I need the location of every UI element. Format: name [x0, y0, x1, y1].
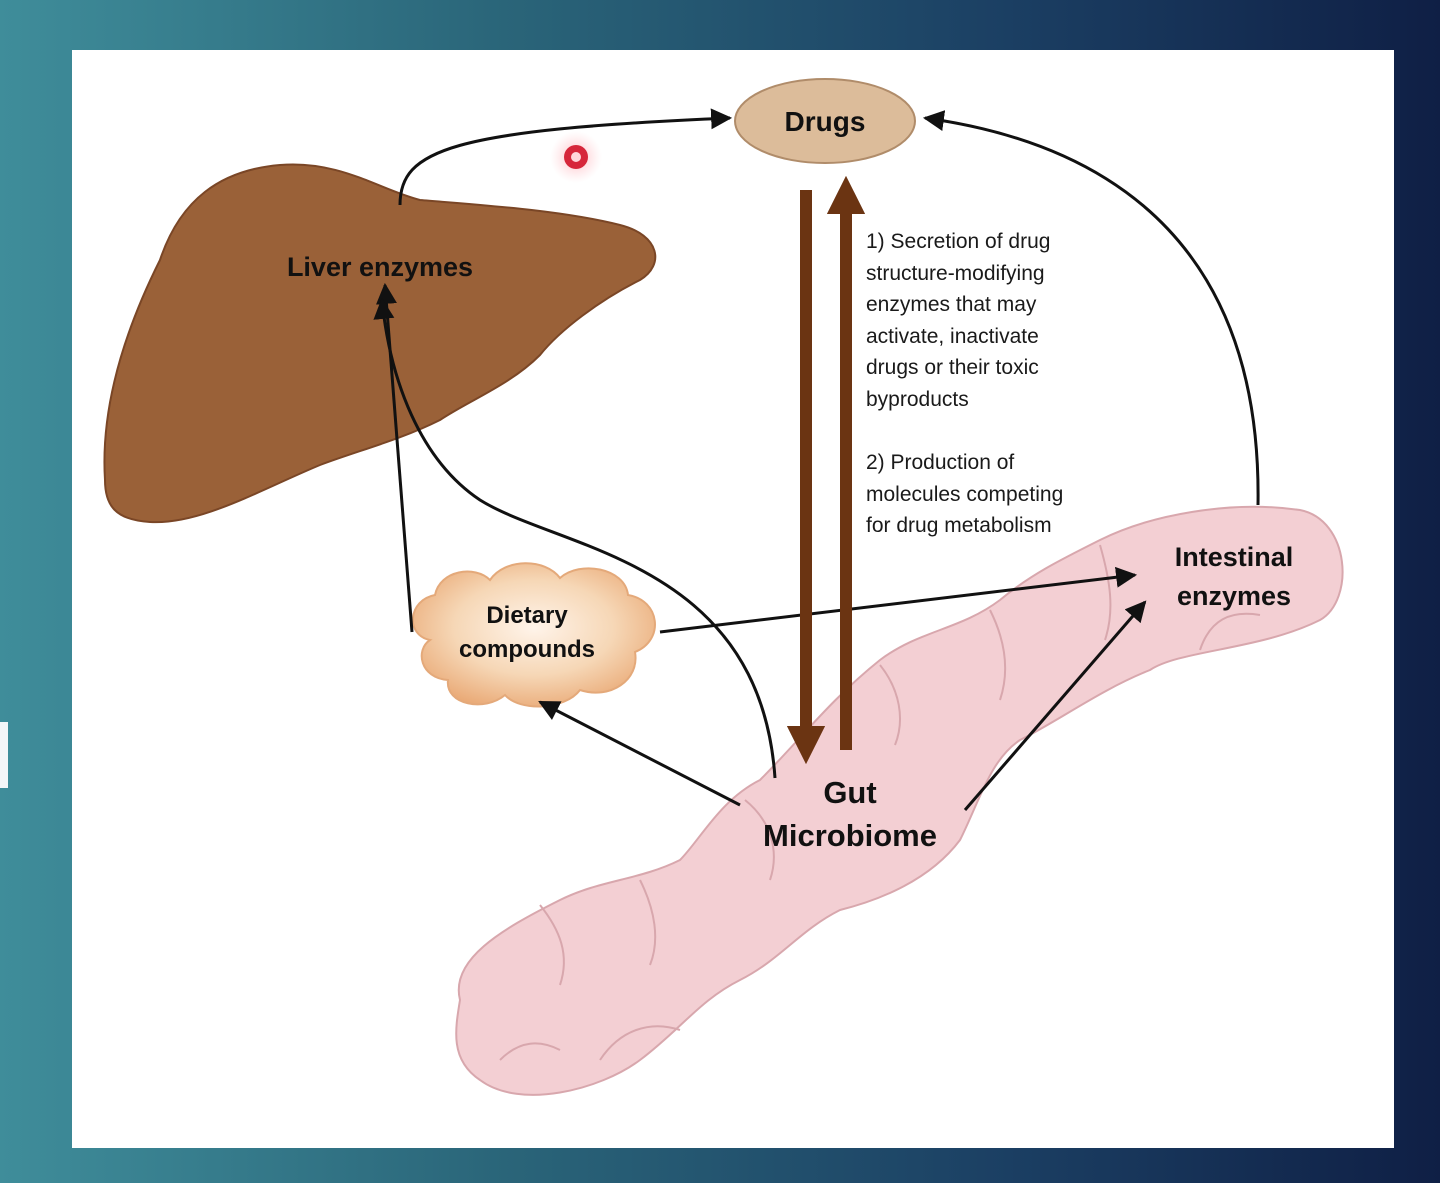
liver-enzymes-label: Liver enzymes [287, 252, 473, 282]
arrow-gut-to-intestinal [963, 600, 1147, 811]
slide-edge-marker [0, 722, 8, 788]
note2-line3: for drug metabolism [866, 514, 1052, 537]
arrows-thin [373, 108, 1260, 811]
gut-label-line1: Gut [823, 775, 876, 810]
arrow-dietary-to-intestinal [659, 566, 1138, 634]
cursor-indicator [550, 131, 602, 183]
gut-label-line2: Microbiome [763, 818, 937, 853]
drugs-label: Drugs [785, 106, 866, 137]
dietary-label-line2: compounds [459, 636, 595, 663]
note1-line1: 1) Secretion of drug [866, 230, 1050, 253]
drugs-node [734, 78, 916, 164]
liver-shape [103, 163, 657, 524]
dietary-label-line1: Dietary [486, 602, 568, 629]
intestinal-label-line2: enzymes [1177, 581, 1291, 611]
arrow-liver-to-drugs [398, 108, 733, 206]
arrow-gut-to-dietary [538, 700, 741, 807]
note2-line1: 2) Production of [866, 451, 1014, 474]
intestine-shape [455, 505, 1344, 1096]
dietary-compounds-cloud [412, 562, 656, 708]
arrow-gut-to-liver [373, 297, 777, 779]
annotation-text: 1) Secretion of drug structure-modifying… [866, 230, 1063, 537]
arrow-intestinal-to-drugs [922, 110, 1260, 506]
note2-line2: molecules competing [866, 483, 1063, 506]
intestinal-label-line1: Intestinal [1175, 542, 1294, 572]
note1-line2: structure-modifying [866, 262, 1045, 285]
arrows-drug-microbiome [786, 175, 866, 765]
note1-line5: drugs or their toxic [866, 356, 1039, 379]
slide-canvas: Drugs Liver enzymes Dietary compounds In… [72, 50, 1394, 1148]
note1-line6: byproducts [866, 388, 969, 411]
note1-line4: activate, inactivate [866, 325, 1039, 348]
note1-line3: enzymes that may [866, 293, 1037, 316]
